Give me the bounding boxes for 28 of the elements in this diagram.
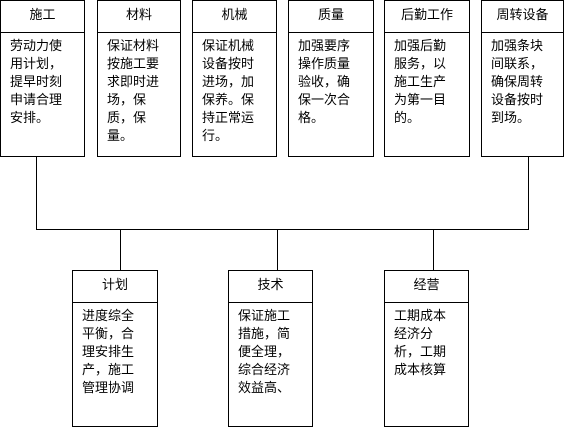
card-text: 进度综全平衡，合理安排生产，施工管理协调 [82, 308, 135, 398]
card-text: 保证材料按施工要求即时进场，保质，保量。 [107, 38, 160, 146]
info-card [481, 0, 564, 157]
card-text: 劳动力使用计划，提早时刻申请合理安排。 [10, 38, 63, 128]
card-text: 工期成本经济分析，工期成本核算 [394, 308, 447, 380]
card-header: 经营 [385, 271, 468, 303]
card-header: 周转设备 [482, 1, 563, 33]
card-text: 加强要序操作质量验收，确保一次合格。 [298, 38, 351, 128]
card-header: 后勤工作 [385, 1, 469, 33]
card-text: 加强后勤服务，以施工生产为第一目的。 [394, 38, 447, 128]
info-card [288, 0, 374, 157]
info-card [384, 270, 469, 427]
card-header: 质量 [289, 1, 373, 33]
card-header: 技术 [229, 271, 312, 303]
card-text: 保证施工措施，简便全理，综合经济效益高、 [238, 308, 291, 398]
card-text: 加强条块间联系，确保周转设备按时到场。 [491, 38, 544, 128]
card-header: 机械 [193, 1, 276, 33]
info-card [384, 0, 470, 157]
info-card [72, 270, 158, 427]
card-text: 保证机械设备按时进场，加保养。保持正常运行。 [202, 38, 255, 146]
info-card [228, 270, 313, 427]
info-card [192, 0, 277, 157]
card-header: 计划 [73, 271, 157, 303]
card-header: 材料 [98, 1, 180, 33]
info-card [0, 0, 85, 157]
card-header: 施工 [1, 1, 84, 33]
connector-line [433, 156, 529, 270]
info-card [97, 0, 181, 157]
